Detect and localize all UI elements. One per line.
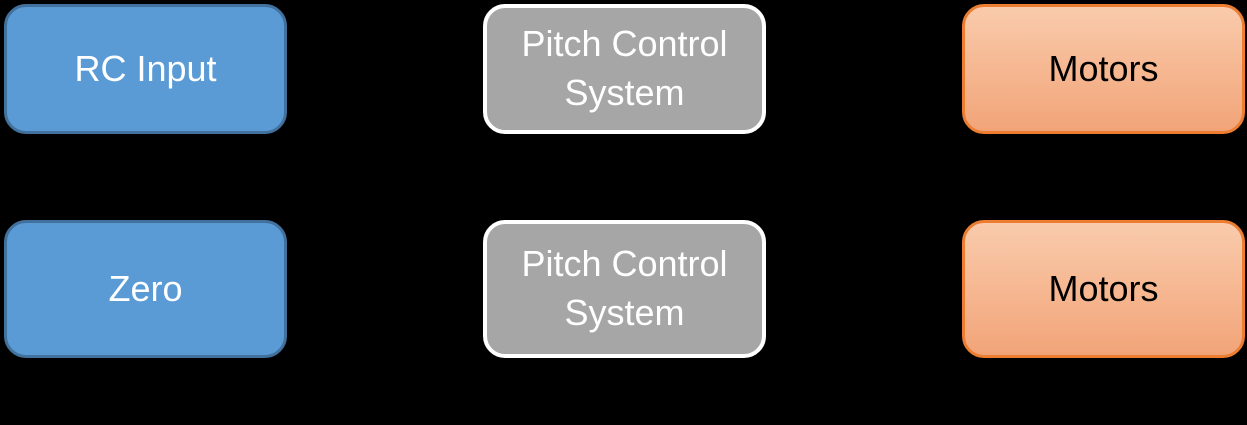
- node-pitch-control-system-row1-label: Pitch Control System: [521, 23, 728, 113]
- node-pitch-control-system-row2-label: Pitch Control System: [521, 243, 728, 333]
- node-pitch-control-system-row2: Pitch Control System: [483, 220, 766, 358]
- node-motors-row1-label: Motors: [1048, 47, 1159, 89]
- node-motors-row2: Motors: [962, 220, 1245, 358]
- node-zero-label: Zero: [108, 267, 183, 309]
- node-rc-input: RC Input: [4, 4, 287, 134]
- node-zero: Zero: [4, 220, 287, 358]
- node-rc-input-label: RC Input: [74, 47, 217, 89]
- node-pitch-control-system-row1: Pitch Control System: [483, 4, 766, 134]
- node-motors-row2-label: Motors: [1048, 267, 1159, 309]
- node-motors-row1: Motors: [962, 4, 1245, 134]
